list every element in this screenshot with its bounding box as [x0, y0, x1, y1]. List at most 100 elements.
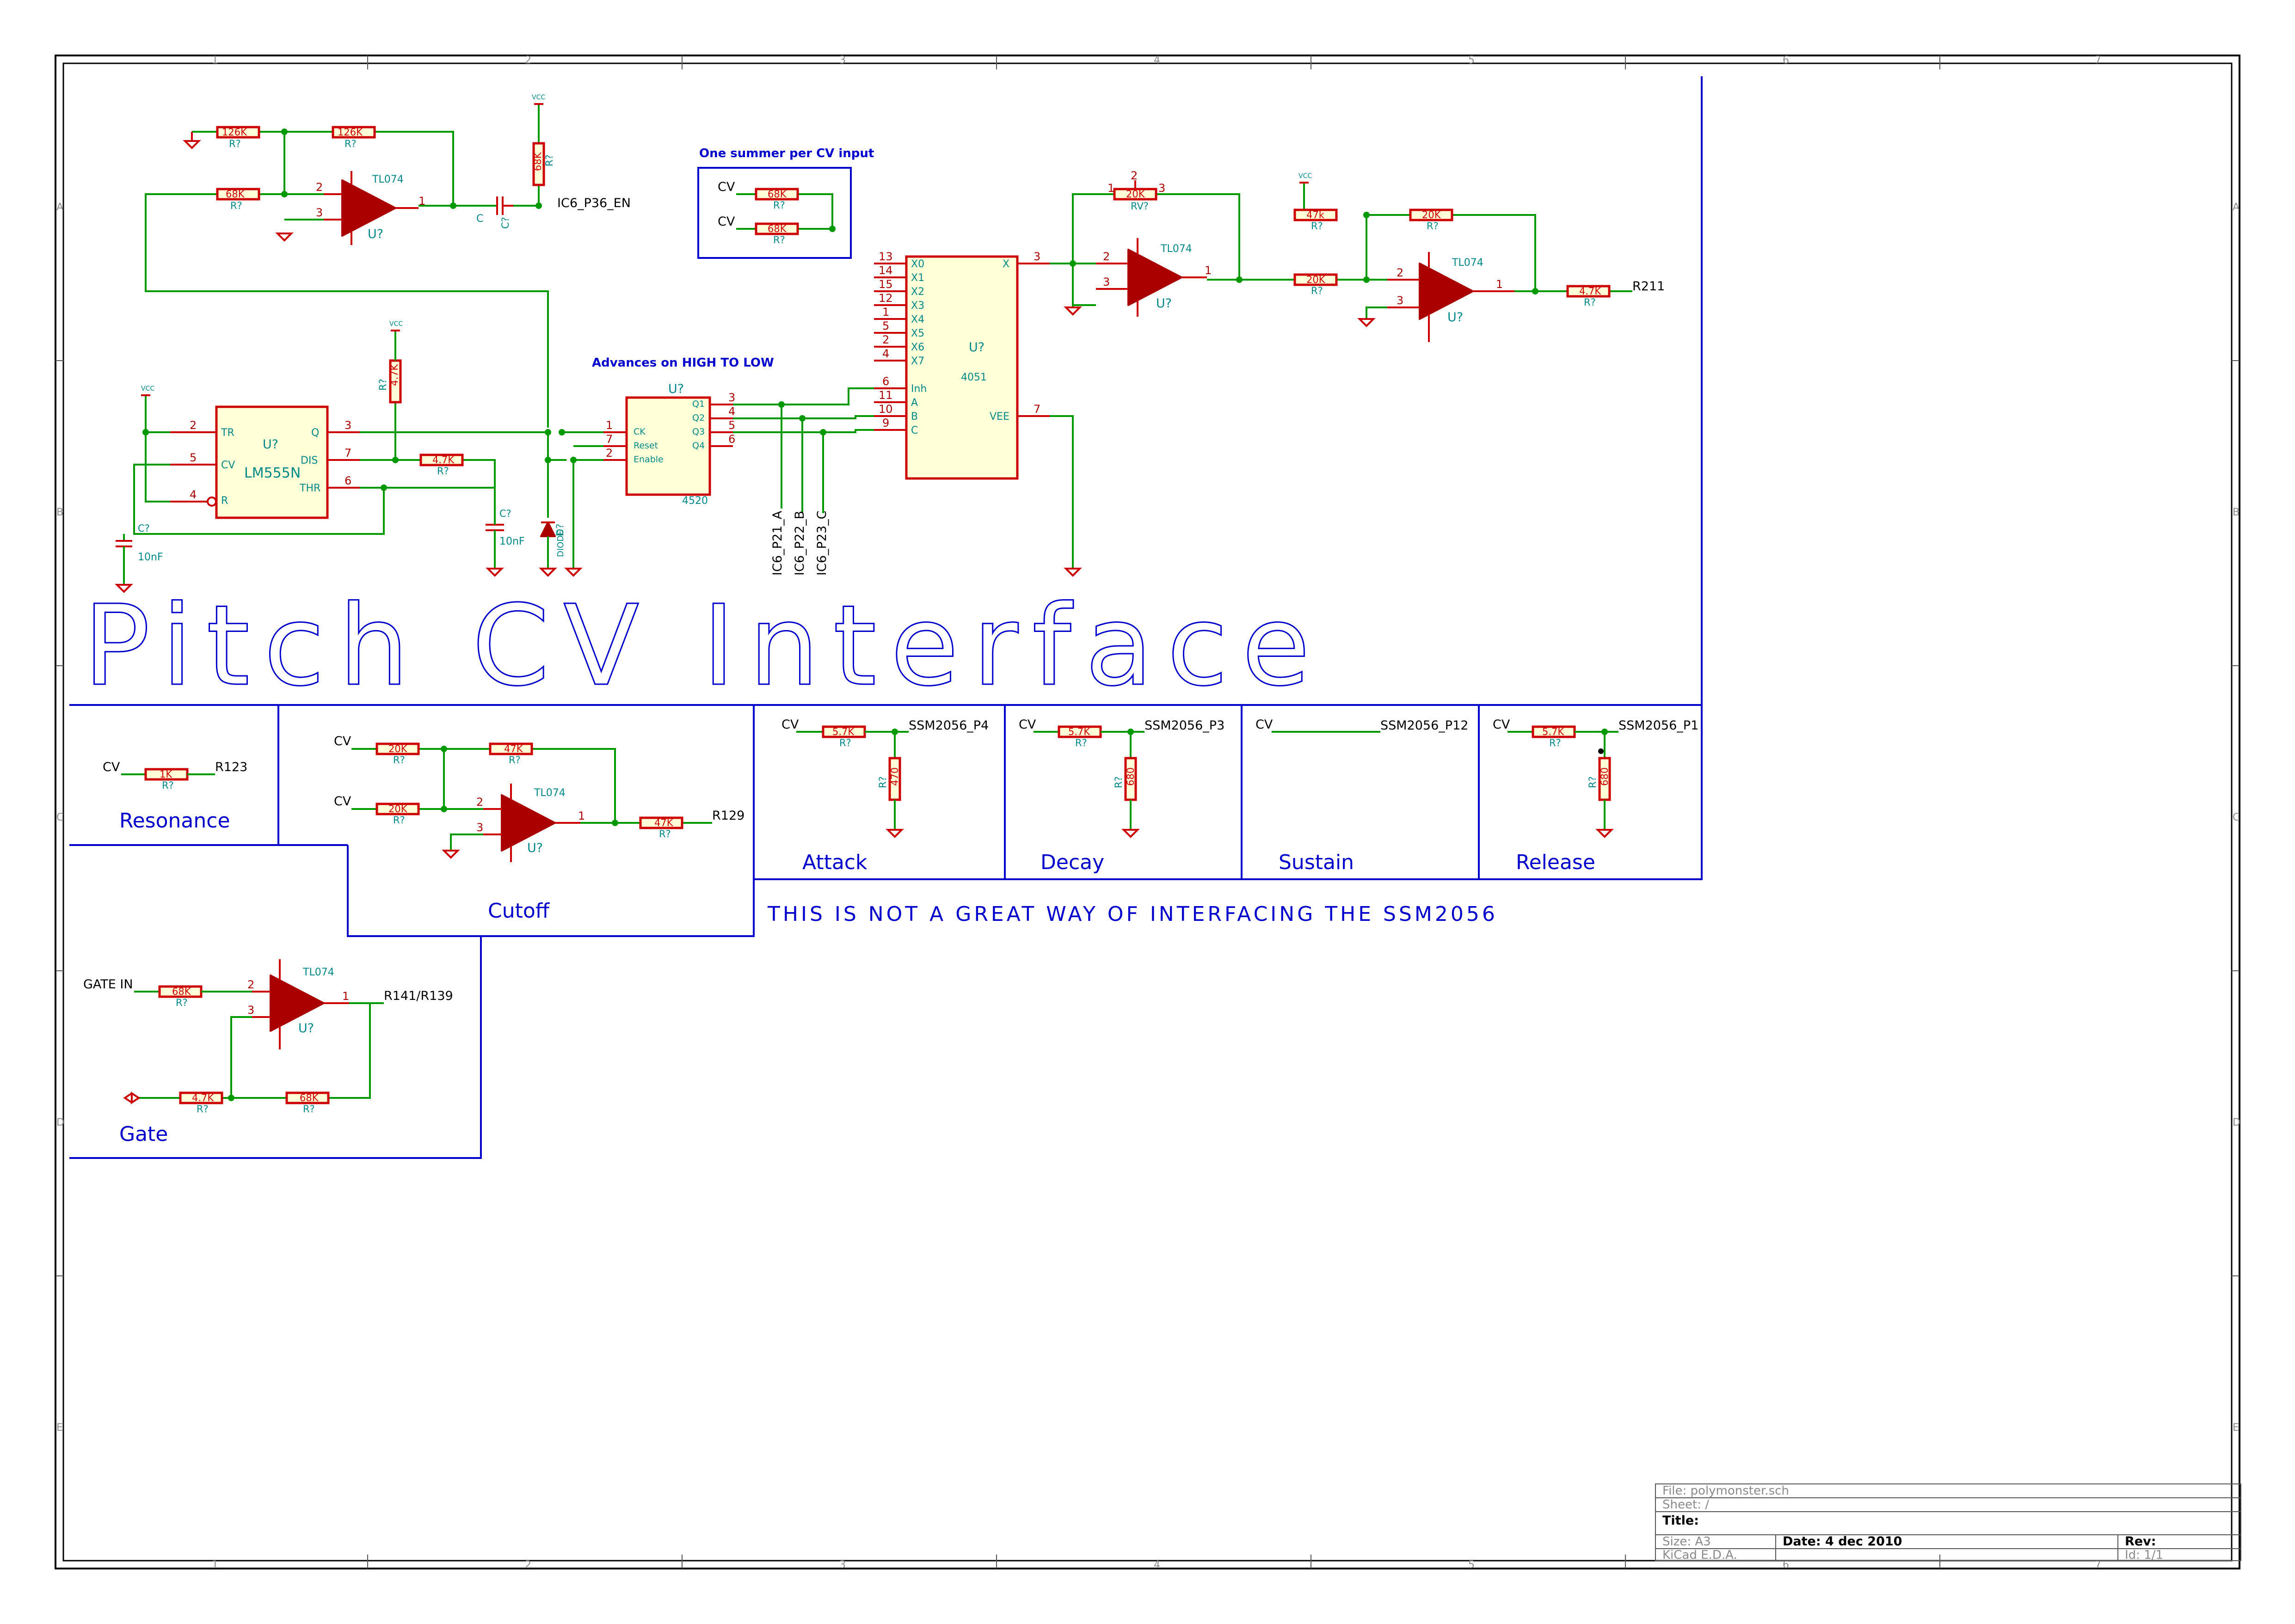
- tb-title-label: Title:: [1662, 1514, 1699, 1528]
- svg-text:2: 2: [1103, 250, 1110, 263]
- svg-text:R?: R?: [659, 828, 671, 840]
- svg-text:R?: R?: [1075, 737, 1087, 748]
- svg-text:U?: U?: [969, 340, 984, 355]
- svg-text:R?: R?: [544, 154, 555, 166]
- svg-text:VEE: VEE: [990, 411, 1009, 423]
- svg-text:68K: 68K: [532, 152, 543, 171]
- svg-text:3: 3: [1034, 250, 1040, 263]
- svg-text:3: 3: [476, 821, 483, 834]
- svg-text:TL074: TL074: [1452, 257, 1483, 269]
- svg-text:CV: CV: [1255, 717, 1273, 732]
- svg-text:20K: 20K: [1422, 209, 1441, 221]
- ruler-right-e: E: [2233, 1422, 2239, 1434]
- svg-text:LM555N: LM555N: [244, 465, 301, 481]
- svg-text:13: 13: [879, 250, 893, 263]
- svg-text:X: X: [1003, 258, 1009, 270]
- svg-text:68K: 68K: [768, 223, 787, 234]
- section-release: Release: [1516, 851, 1595, 874]
- ruler-top-3: 3: [839, 55, 846, 66]
- tl074-opamp-3: [1419, 263, 1474, 320]
- net-ic6-p21: IC6_P21_A: [770, 510, 785, 576]
- section-sustain: Sustain: [1279, 851, 1354, 874]
- svg-text:1K: 1K: [160, 769, 172, 780]
- resistor-47k-cut-fb: [489, 742, 533, 755]
- svg-text:7: 7: [1034, 403, 1040, 416]
- svg-text:CV: CV: [334, 734, 351, 748]
- svg-text:R?: R?: [773, 234, 785, 245]
- resistor-126k-b: [332, 126, 376, 139]
- counter-4520-block: U? 4520 CK Reset Enable Q1 Q2 Q3 Q4 1 7 …: [564, 382, 829, 577]
- tb-rev: Rev:: [2125, 1534, 2156, 1549]
- resistor-4k7-dis: [419, 453, 464, 466]
- resistor-47k-cut-out: [639, 816, 683, 829]
- svg-text:R?: R?: [1311, 221, 1323, 232]
- svg-text:U?: U?: [1156, 296, 1172, 311]
- svg-text:680: 680: [1125, 767, 1136, 786]
- lm555-block: Advances on HIGH TO LOW TR CV R Q DIS TH…: [115, 320, 774, 593]
- net-ssm-p4: SSM2056_P4: [909, 718, 989, 733]
- svg-text:R?: R?: [437, 466, 449, 477]
- svg-text:Q: Q: [311, 427, 319, 439]
- svg-text:5.7K: 5.7K: [832, 726, 855, 737]
- svg-text:R?: R?: [1113, 776, 1124, 788]
- svg-text:X6: X6: [911, 342, 924, 353]
- svg-text:U?: U?: [527, 841, 543, 855]
- ic-4520-chip: [625, 396, 711, 496]
- ruler-bottom-1: 1: [212, 1559, 218, 1571]
- svg-text:R?: R?: [1549, 737, 1561, 748]
- net-ssm-p12: SSM2056_P12: [1380, 718, 1468, 733]
- svg-text:470: 470: [889, 767, 900, 786]
- svg-text:7: 7: [606, 433, 613, 446]
- svg-text:68K: 68K: [768, 189, 787, 200]
- svg-text:TL074: TL074: [302, 967, 334, 978]
- ruler-left-e: E: [56, 1422, 63, 1434]
- svg-text:CV: CV: [1493, 717, 1510, 732]
- sustain-block: CV SSM2056_P12: [1255, 717, 1468, 733]
- svg-text:1: 1: [342, 990, 349, 1003]
- svg-text:CK: CK: [634, 427, 646, 437]
- svg-text:R?: R?: [393, 754, 405, 766]
- svg-text:5: 5: [882, 319, 889, 332]
- tb-size: Size: A3: [1662, 1535, 1711, 1549]
- svg-text:R?: R?: [176, 997, 188, 1008]
- net-ic6-p36: IC6_P36_EN: [557, 196, 631, 210]
- svg-text:R?: R?: [839, 737, 851, 748]
- svg-text:1: 1: [882, 306, 889, 319]
- ruler-top-4: 4: [1154, 55, 1160, 66]
- svg-text:U?: U?: [368, 227, 383, 241]
- svg-text:CV: CV: [334, 794, 351, 809]
- svg-text:3: 3: [247, 1004, 254, 1017]
- tb-file: File: polymonster.sch: [1662, 1484, 1789, 1498]
- resistor-4k7-out: [1566, 285, 1611, 298]
- svg-text:C?: C?: [138, 523, 150, 534]
- svg-text:U?: U?: [298, 1021, 314, 1036]
- svg-text:1: 1: [1108, 182, 1114, 195]
- svg-text:3: 3: [1103, 276, 1110, 288]
- svg-text:CV: CV: [718, 180, 735, 194]
- svg-text:4: 4: [728, 405, 735, 418]
- svg-text:CV: CV: [221, 460, 235, 471]
- resistor-4k7-gate: [179, 1091, 223, 1104]
- svg-text:R?: R?: [773, 200, 785, 211]
- svg-text:Q3: Q3: [692, 427, 705, 437]
- attack-block: CV 5.7K R? 470 R? SSM2056_P4: [781, 717, 989, 838]
- svg-text:15: 15: [879, 278, 893, 291]
- ruler-left-c: C: [56, 812, 63, 823]
- cutoff-block: CV CV 20K R? 20K R? 47K R? 2 3 1 TL074 U…: [334, 734, 744, 862]
- net-r123: R123: [215, 760, 247, 774]
- svg-text:14: 14: [879, 264, 893, 277]
- svg-text:U?: U?: [1447, 310, 1463, 325]
- release-block: CV 5.7K R? 680 R? SSM2056_P1: [1493, 717, 1698, 838]
- svg-text:A: A: [911, 397, 918, 409]
- svg-text:12: 12: [879, 292, 893, 305]
- svg-text:4520: 4520: [682, 495, 708, 507]
- svg-text:10nF: 10nF: [499, 536, 525, 547]
- svg-text:Reset: Reset: [634, 441, 658, 451]
- svg-text:6: 6: [345, 474, 351, 487]
- svg-text:R?: R?: [229, 138, 241, 149]
- ruler-bottom-4: 4: [1154, 1559, 1160, 1571]
- svg-text:4.7K: 4.7K: [1579, 286, 1601, 297]
- svg-text:680: 680: [1599, 767, 1610, 786]
- decay-block: CV 5.7K R? 680 R? SSM2056_P3: [1019, 717, 1224, 838]
